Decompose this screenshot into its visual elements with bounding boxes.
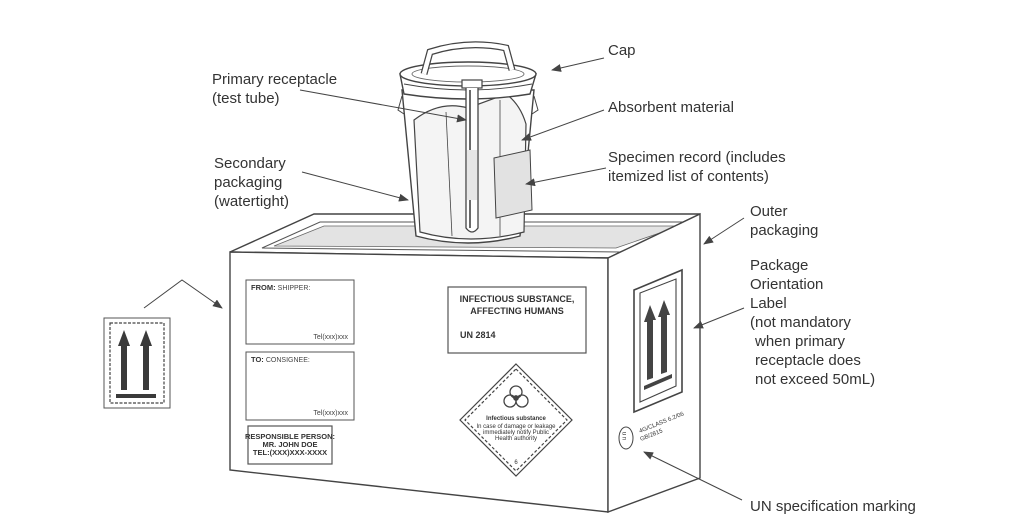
secondary-pointer bbox=[301, 171, 409, 202]
absorbent-pointer bbox=[521, 109, 605, 141]
outer-label-line2: packaging bbox=[750, 222, 818, 239]
orientation-sample-pointer bbox=[143, 279, 223, 309]
to-bold: TO: bbox=[251, 355, 264, 364]
diamond-line2: immediately notify Public bbox=[483, 430, 549, 436]
resp-line1: RESPONSIBLE PERSON: bbox=[245, 432, 335, 441]
cap-label: Cap bbox=[608, 42, 636, 59]
infectious-line1: INFECTIOUS SUBSTANCE, bbox=[460, 294, 575, 304]
from-bold: FROM: bbox=[251, 283, 276, 292]
infectious-line2: AFFECTING HUMANS bbox=[470, 306, 564, 316]
to-tel: Tel(xxx)xxx bbox=[313, 410, 348, 417]
responsible-person-box: RESPONSIBLE PERSON: MR. JOHN DOE TEL:(XX… bbox=[245, 425, 335, 465]
orientation-label-line3: Label bbox=[750, 295, 787, 312]
secondary-label-line3: (watertight) bbox=[214, 193, 289, 210]
to-label-box: TO: CONSIGNEE: Tel(xxx)xxx bbox=[245, 351, 355, 421]
infectious-diamond-label: Infectious substance In case of damage o… bbox=[459, 363, 573, 477]
from-tel: Tel(xxx)xxx bbox=[313, 334, 348, 341]
biohazard-icon bbox=[503, 385, 529, 408]
specimen-record bbox=[493, 149, 533, 219]
outer-label-line1: Outer bbox=[750, 203, 788, 220]
orientation-label-line2: Orientation bbox=[750, 276, 823, 293]
svg-text:FROM: SHIPPER:: FROM: SHIPPER: bbox=[251, 283, 310, 292]
up-arrows-icon bbox=[644, 300, 672, 390]
infectious-substance-box: INFECTIOUS SUBSTANCE, AFFECTING HUMANS U… bbox=[447, 286, 587, 354]
orientation-label-line5: when primary bbox=[754, 333, 846, 350]
test-tube bbox=[461, 79, 483, 233]
un-spec-pointer bbox=[643, 451, 743, 501]
primary-pointer bbox=[299, 89, 467, 123]
svg-text:TO: CONSIGNEE:: TO: CONSIGNEE: bbox=[251, 355, 310, 364]
orientation-label-line6: receptacle does bbox=[755, 352, 861, 369]
secondary-label-line1: Secondary bbox=[214, 155, 286, 172]
up-arrows-icon bbox=[116, 330, 156, 398]
secondary-container bbox=[397, 41, 539, 244]
diamond-line1: In case of damage or leakage bbox=[476, 424, 556, 430]
specimen-label-line2: itemized list of contents) bbox=[608, 168, 769, 185]
orientation-label-line7: not exceed 50mL) bbox=[755, 371, 875, 388]
from-rest: SHIPPER: bbox=[278, 285, 311, 292]
primary-label-line1: Primary receptacle bbox=[212, 71, 337, 88]
diamond-line3: Health authority bbox=[495, 436, 537, 442]
orientation-label-sample bbox=[103, 317, 171, 409]
absorbent-label: Absorbent material bbox=[608, 99, 734, 116]
specimen-label-line1: Specimen record (includes bbox=[608, 149, 786, 166]
primary-label-line2: (test tube) bbox=[212, 90, 280, 107]
resp-line2: MR. JOHN DOE bbox=[262, 440, 317, 449]
un-number: UN 2814 bbox=[460, 330, 496, 340]
to-rest: CONSIGNEE: bbox=[266, 357, 310, 364]
un-symbol: u n bbox=[622, 432, 628, 440]
side-orientation-label bbox=[633, 268, 683, 414]
orientation-pointer bbox=[693, 307, 745, 329]
resp-line3: TEL:(XXX)XXX-XXXX bbox=[253, 448, 327, 457]
outer-pointer bbox=[703, 217, 745, 245]
cap-pointer bbox=[551, 57, 605, 72]
orientation-label-line1: Package bbox=[750, 257, 808, 274]
from-label-box: FROM: SHIPPER: Tel(xxx)xxx bbox=[245, 279, 355, 345]
secondary-label-line2: packaging bbox=[214, 174, 282, 191]
diamond-title: Infectious substance bbox=[486, 416, 546, 422]
diamond-class-number: 6 bbox=[514, 460, 518, 466]
specimen-pointer bbox=[525, 167, 607, 187]
orientation-label-line4: (not mandatory bbox=[750, 314, 851, 331]
un-spec-label: UN specification marking bbox=[750, 498, 916, 515]
un-symbol-icon bbox=[618, 426, 634, 450]
